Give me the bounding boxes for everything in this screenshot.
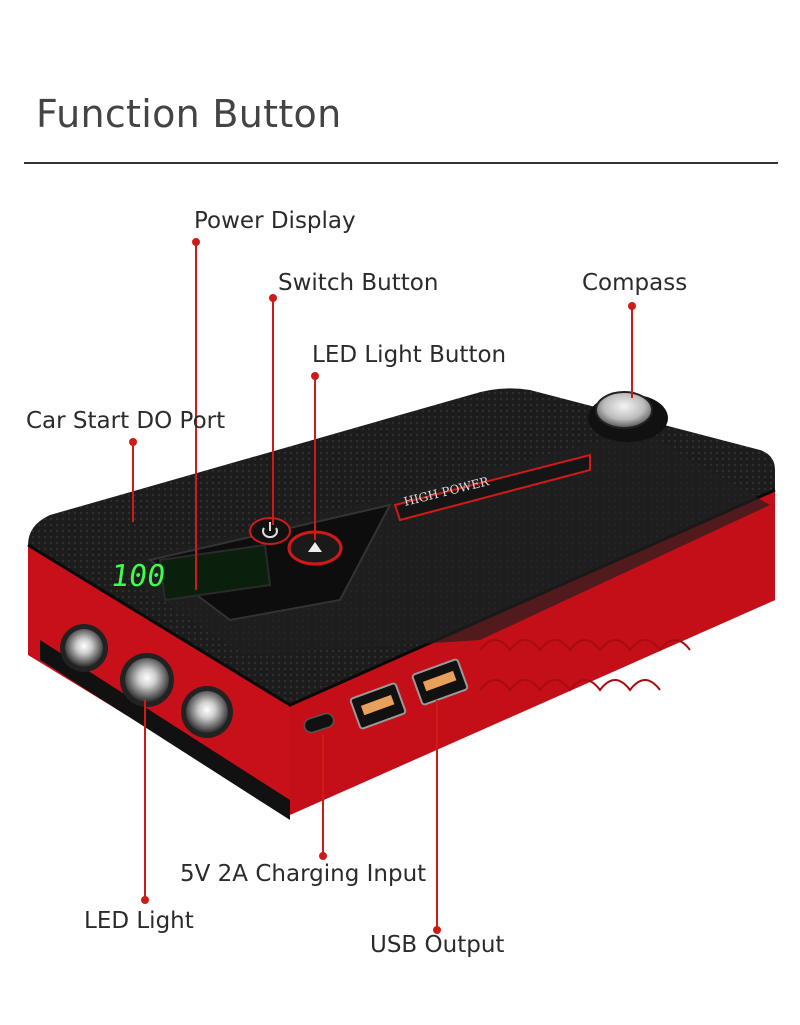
display-reading: 100 xyxy=(109,559,168,594)
page-title: Function Button xyxy=(36,92,342,136)
usb-port-icon xyxy=(349,658,469,730)
type-c-port-icon xyxy=(303,712,335,734)
callout-usb-output: USB Output xyxy=(370,932,505,958)
leader-lines xyxy=(129,238,636,934)
power-display-screen: 100 xyxy=(109,543,272,602)
power-icon xyxy=(249,517,291,545)
title-divider xyxy=(24,162,778,164)
callout-charging-input: 5V 2A Charging Input xyxy=(180,861,427,887)
led-lamp-icon xyxy=(60,624,233,738)
callout-switch-button: Switch Button xyxy=(278,270,439,296)
callout-power-display: Power Display xyxy=(194,208,356,234)
callout-led-light-button: LED Light Button xyxy=(312,342,507,368)
callout-car-start-port: Car Start DO Port xyxy=(26,408,226,434)
callout-compass: Compass xyxy=(582,270,688,296)
callout-led-light: LED Light xyxy=(84,908,194,934)
compass-icon xyxy=(588,391,668,442)
